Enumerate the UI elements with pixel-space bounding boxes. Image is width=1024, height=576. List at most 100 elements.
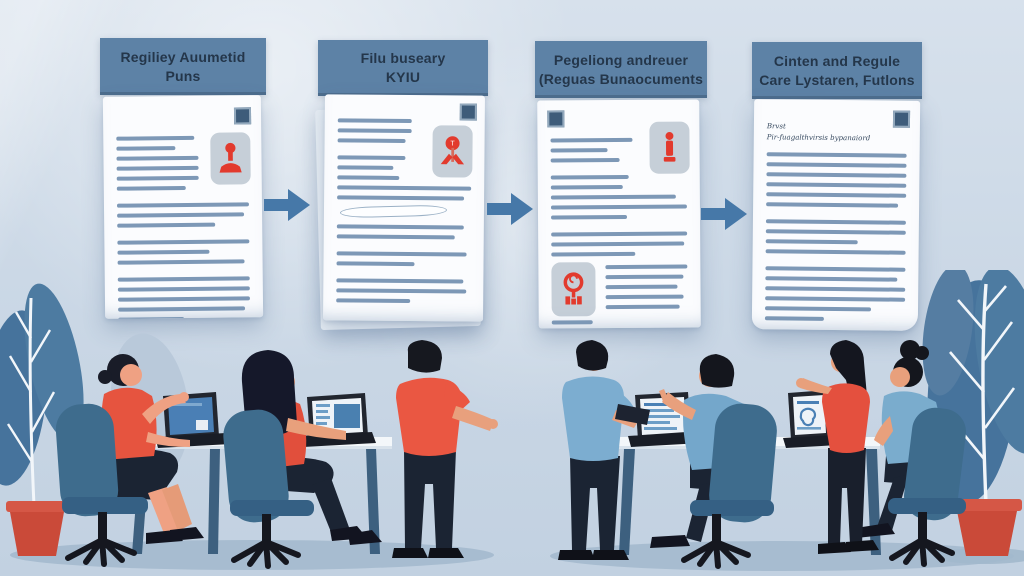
laptop-base xyxy=(783,435,839,448)
document-text-line xyxy=(337,195,465,201)
shoe xyxy=(170,527,204,541)
document-text-line xyxy=(337,128,412,134)
shoe xyxy=(592,550,629,560)
document-text-line xyxy=(551,214,628,220)
chair-stem xyxy=(712,514,721,544)
document-text-line xyxy=(765,229,906,235)
chair-star-base xyxy=(65,537,137,567)
document-text-line xyxy=(117,239,250,245)
pen-outline-shape xyxy=(339,204,447,219)
arrow-right-icon-3 xyxy=(701,198,747,230)
hair xyxy=(576,340,609,371)
arm-extended xyxy=(452,406,494,431)
skirt xyxy=(106,448,179,500)
document-text-line xyxy=(765,219,906,225)
office-chair-4 xyxy=(888,407,966,567)
chair-seat xyxy=(62,497,148,514)
shoe xyxy=(428,548,464,558)
plant-leaf xyxy=(974,270,1024,454)
shoe xyxy=(348,530,382,545)
arm-raised xyxy=(662,392,696,420)
stamp-box xyxy=(649,121,690,174)
stamp-box xyxy=(210,132,251,185)
screen-line xyxy=(644,421,670,424)
page-corner-icon xyxy=(233,107,252,125)
plant-branches xyxy=(6,311,56,463)
pot-body xyxy=(957,511,1017,556)
page-corner-icon xyxy=(892,110,911,128)
document-text-line xyxy=(766,172,907,178)
step-label-3: Pegeliong andreuer (Reguas Bunaocuments xyxy=(538,51,704,87)
document-text-line xyxy=(766,192,907,198)
document-text-line xyxy=(550,157,620,163)
shoe xyxy=(558,550,595,560)
document-text-line xyxy=(765,239,859,245)
screen-line xyxy=(797,401,819,404)
document-text-line xyxy=(765,249,906,255)
chair-star-base xyxy=(889,537,955,567)
svg-text:T: T xyxy=(450,141,455,148)
tablet xyxy=(615,404,650,425)
screen-line xyxy=(797,427,821,430)
document-text-line xyxy=(116,185,186,191)
step-label-1: Regiliey Auumetid Puns xyxy=(120,48,246,84)
document-text-line xyxy=(550,174,630,180)
person-standing-man-blue xyxy=(558,340,650,560)
chair-star-base xyxy=(681,539,751,569)
laptop-screen xyxy=(793,395,826,435)
document-text-line xyxy=(550,137,633,143)
document-text-block xyxy=(116,135,199,191)
arrow-right-icon-2 xyxy=(487,193,533,225)
person-standing-woman-red xyxy=(796,340,879,554)
page-corner-icon xyxy=(547,110,565,128)
arm xyxy=(874,416,893,446)
plant-leaf xyxy=(24,283,84,441)
screen-line xyxy=(316,422,327,425)
screen-line xyxy=(316,410,328,413)
document-text-line xyxy=(605,264,688,270)
chair-seat xyxy=(690,500,774,516)
floor-shadow-right xyxy=(550,541,1014,571)
chair-back xyxy=(709,403,777,523)
screen-scribble xyxy=(799,407,817,427)
hair xyxy=(407,340,442,373)
step-label-4: Cinten and Regule Care Lystaren, Futlons xyxy=(759,52,915,88)
screen-content xyxy=(172,403,202,406)
chair-back xyxy=(904,407,966,521)
document-text-line xyxy=(551,251,636,257)
document-1 xyxy=(102,95,264,319)
arrow-right-icon-1 xyxy=(264,189,310,221)
document-3 xyxy=(537,99,701,329)
laptop-2 xyxy=(300,393,376,447)
step-header-2: Filu buseary KYIU xyxy=(318,40,488,96)
stamp-box xyxy=(551,262,596,317)
document-text-block xyxy=(550,194,688,257)
document-text-line xyxy=(116,202,249,208)
pin-stamp-icon: T xyxy=(440,136,465,165)
hand xyxy=(796,378,806,388)
document-text-line xyxy=(550,204,687,210)
pointing-finger xyxy=(659,389,669,404)
document-text-line xyxy=(550,148,608,153)
hair-bun xyxy=(98,370,112,384)
table-leg xyxy=(208,448,220,554)
document-text-line xyxy=(766,162,907,168)
document-text-line xyxy=(550,194,677,200)
office-scene xyxy=(0,270,1024,571)
seal-row xyxy=(551,262,688,317)
screen-line xyxy=(644,427,677,430)
face xyxy=(120,364,142,386)
screen-chart xyxy=(196,420,208,430)
document-text-line xyxy=(337,175,400,180)
document-text-line xyxy=(336,234,455,240)
chair-stem xyxy=(262,514,271,544)
shoe xyxy=(856,523,895,538)
document-2: T xyxy=(323,94,485,322)
leg xyxy=(162,484,192,531)
chair-star-base xyxy=(231,539,301,569)
step-header-4: Cinten and Regule Care Lystaren, Futlons xyxy=(752,42,922,99)
legs xyxy=(404,450,456,548)
shoe xyxy=(818,542,851,554)
office-chair-1 xyxy=(55,403,148,567)
